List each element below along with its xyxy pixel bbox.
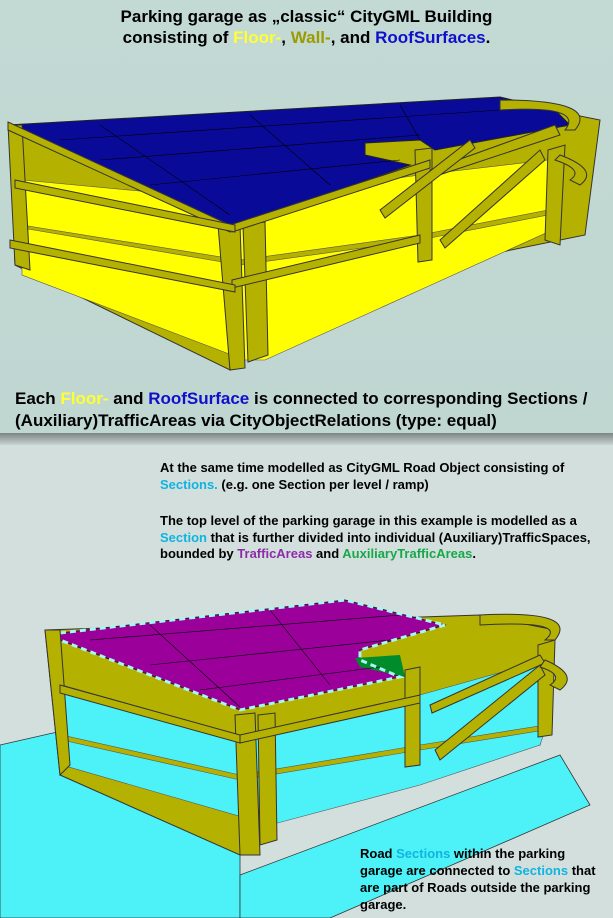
road-sections-caption: Road Sections within the parking garage … (360, 845, 610, 913)
title-and: , and (330, 28, 376, 47)
wall-label: Wall- (290, 28, 331, 47)
roof-grid (59, 104, 501, 216)
caption-floor-label: Floor- (60, 389, 109, 408)
para2-a: The top level of the parking garage in t… (160, 513, 577, 528)
caption-roof-label: RoofSurface (148, 389, 250, 408)
para2-and: and (312, 546, 343, 561)
road-model-panel: At the same time modelled as CityGML Roa… (0, 445, 613, 918)
title-line2-prefix: consisting of (122, 28, 234, 47)
caption-each: Each (15, 389, 61, 408)
caption3-sections1: Sections (396, 846, 451, 861)
caption-and: and (108, 389, 149, 408)
para1-sections: Sections. (160, 476, 218, 492)
section-outline (59, 598, 451, 712)
caption3-sections2: Sections (513, 863, 569, 878)
para1-b: (e.g. one Section per level / ramp) (217, 476, 429, 492)
road-object-paragraph: At the same time modelled as CityGML Roa… (160, 460, 600, 493)
panel-divider (0, 433, 613, 445)
road-section-right (239, 754, 591, 918)
auxiliary-traffic-area (355, 655, 405, 677)
top-level-paragraph: The top level of the parking garage in t… (160, 513, 600, 563)
para2-b: that is further divided into individual … (160, 529, 591, 562)
top-title: Parking garage as „classic“ CityGML Buil… (0, 6, 613, 48)
para2-end: . (472, 546, 476, 561)
building-model-panel: Parking garage as „classic“ CityGML Buil… (0, 0, 613, 438)
para2-traffic-areas: TrafficAreas (237, 546, 313, 561)
wall-frame (7, 121, 566, 371)
floor-label: Floor- (233, 28, 282, 47)
caption-rest: is connected to corresponding Sections /… (15, 389, 588, 430)
caption3-c: that are part of Roads outside the parki… (360, 863, 596, 912)
floor-surface-2 (21, 214, 549, 361)
road-illustration (0, 598, 591, 918)
building-illustration (7, 96, 601, 371)
para2-section: Section (160, 529, 207, 545)
section-floor-2 (61, 729, 546, 826)
title-end: . (485, 28, 491, 47)
relation-caption: Each Floor- and RoofSurface is connected… (15, 388, 613, 432)
caption3-a: Road (360, 846, 397, 861)
caption3-b: within the parking garage are connected … (360, 846, 566, 878)
roof-label: RoofSurfaces (375, 28, 486, 47)
title-line1: Parking garage as „classic“ CityGML Buil… (120, 7, 493, 26)
title-sep: , (281, 28, 291, 47)
para1-a: At the same time modelled as CityGML Roa… (160, 460, 565, 475)
road-wall-frame (44, 629, 556, 856)
traffic-grid (89, 609, 401, 708)
para2-aux-traffic-areas: AuxiliaryTrafficAreas (342, 546, 473, 561)
